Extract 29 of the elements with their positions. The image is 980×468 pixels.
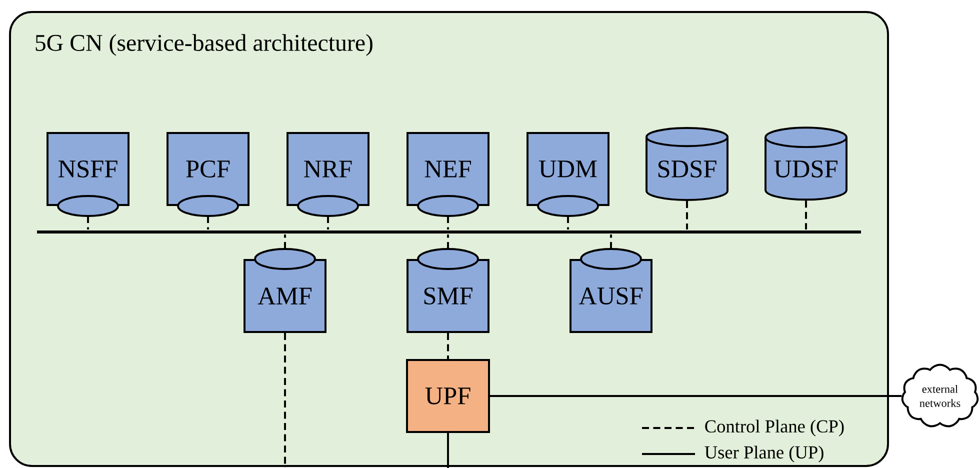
function-box: NRF [286, 132, 370, 217]
function-box: NEF [406, 132, 490, 217]
panel-title: 5G CN (service-based architecture) [36, 34, 372, 56]
connector [610, 234, 612, 249]
service-bus [37, 230, 861, 234]
connector [284, 234, 286, 249]
connector [686, 200, 688, 230]
function-box: UPF [406, 359, 490, 433]
function-box: AMF [244, 248, 326, 333]
connector [327, 216, 329, 230]
connector [490, 395, 902, 397]
database-cylinder: UDSF [764, 126, 848, 201]
connector [87, 216, 89, 230]
connector [567, 216, 569, 230]
network-cloud: external networks [901, 364, 979, 428]
connector [805, 200, 807, 230]
function-box: PCF [166, 132, 250, 217]
function-box: AUSF [570, 248, 652, 333]
connector [447, 234, 449, 249]
connector [207, 216, 209, 230]
function-box: SMF [406, 248, 490, 333]
database-cylinder: SDSF [646, 126, 728, 201]
legend-label: Control Plane (CP) [705, 420, 844, 436]
connector [447, 432, 449, 468]
function-box: NSFF [46, 132, 130, 217]
connector [447, 332, 449, 359]
connector [447, 216, 449, 230]
function-box: UDM [526, 132, 610, 217]
legend-label: User Plane (UP) [704, 446, 824, 462]
